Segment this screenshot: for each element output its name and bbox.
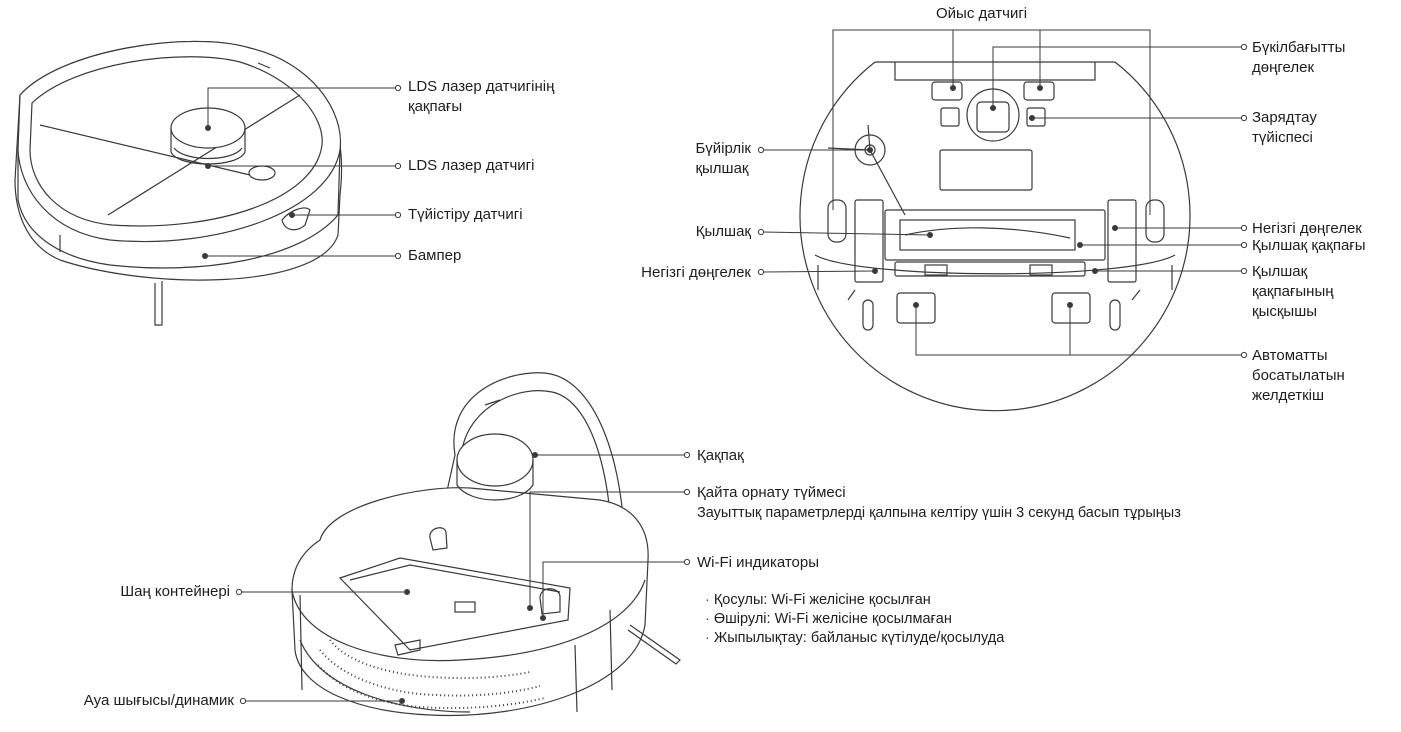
label-lid: Қақпақ bbox=[697, 447, 744, 464]
robot-top-view bbox=[14, 40, 343, 326]
label-charging-contacts: Зарядтау түйіспесі bbox=[1252, 109, 1317, 146]
label-reset-button: Қайта орнату түймесі bbox=[697, 484, 846, 501]
label-lds-sensor: LDS лазер датчигі bbox=[408, 157, 535, 174]
wifi-states-list: Қосулы: Wi-Fi желісіне қосылған Өшірулі:… bbox=[705, 591, 1004, 648]
label-lds-cover: LDS лазер датчигінің қақпағы bbox=[408, 78, 555, 115]
label-dock-sensor: Түйістіру датчигі bbox=[408, 206, 523, 223]
robot-bottom-leaders bbox=[757, 29, 1248, 359]
label-omni-wheel: Бүкілбағытты дөңгелек bbox=[1252, 39, 1346, 76]
label-dust-bin: Шаң контейнері bbox=[120, 583, 230, 600]
wifi-state-on: Қосулы: Wi-Fi желісіне қосылған bbox=[705, 591, 1004, 610]
label-brush: Қылшақ bbox=[695, 223, 751, 240]
label-brush-cover: Қылшақ қақпағы bbox=[1252, 237, 1366, 254]
label-brush-cover-clip: Қылшақ қақпағының қысқышы bbox=[1252, 263, 1334, 320]
label-side-brush: Бүйірлік қылшақ bbox=[695, 140, 751, 177]
robot-top-leaders bbox=[205, 84, 402, 260]
label-auto-fan: Автоматты босатылатын желдеткіш bbox=[1252, 347, 1345, 404]
robot-open-view bbox=[291, 372, 681, 717]
label-wifi-indicator: Wi-Fi индикаторы bbox=[697, 554, 820, 571]
label-main-wheel-left: Негізгі дөңгелек bbox=[641, 264, 751, 281]
wifi-state-blink: Жыпылықтау: байланыс күтілуде/қосылуда bbox=[705, 629, 1004, 648]
label-reset-hint: Зауыттық параметрлерді қалпына келтіру ү… bbox=[697, 505, 1181, 521]
label-air-outlet: Ауа шығысы/динамик bbox=[83, 692, 234, 709]
label-bumper: Бампер bbox=[408, 247, 462, 264]
label-cliff-sensor: Ойыс датчигі bbox=[936, 5, 1028, 22]
label-main-wheel-right: Негізгі дөңгелек bbox=[1252, 220, 1362, 237]
robot-bottom-view bbox=[799, 61, 1191, 412]
wifi-state-off: Өшірулі: Wi-Fi желісіне қосылмаған bbox=[705, 610, 1004, 629]
robot-open-leaders bbox=[235, 451, 691, 705]
